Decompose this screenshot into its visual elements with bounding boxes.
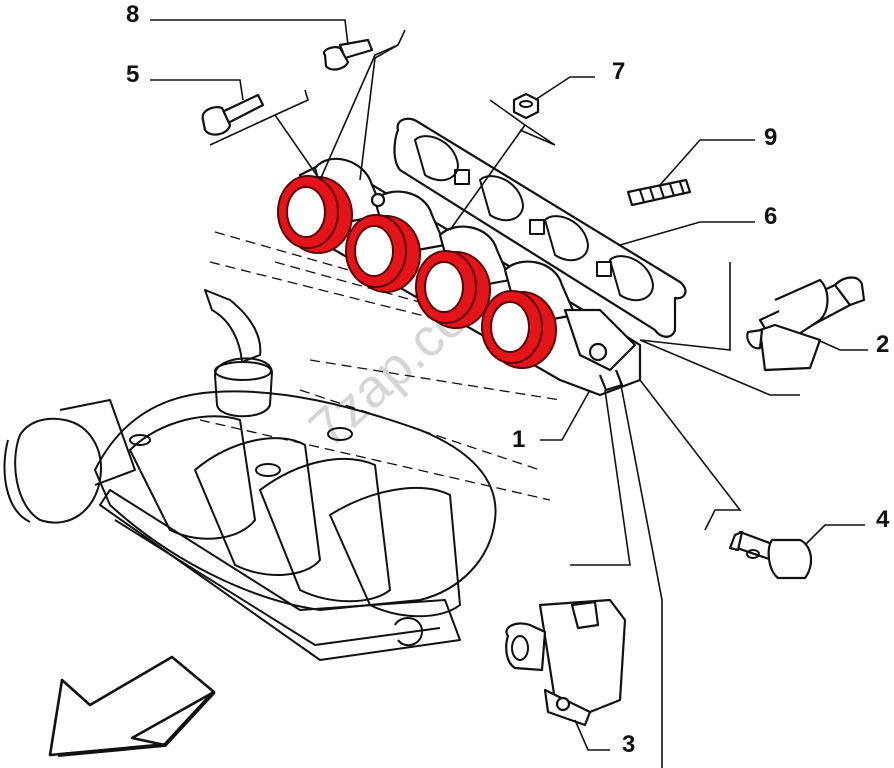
- bolt-part-8: [322, 38, 374, 71]
- callout-5: 5: [126, 61, 139, 88]
- callout-1: 1: [512, 426, 525, 453]
- sensor-part-4: [728, 530, 813, 580]
- callout-labels: 1 2 3 4 5 6 7 8 9: [126, 1, 890, 758]
- callout-4: 4: [876, 506, 890, 533]
- callout-3: 3: [622, 731, 635, 758]
- callout-2: 2: [876, 331, 889, 358]
- callout-6: 6: [764, 203, 777, 230]
- o-ring-2: [345, 214, 421, 293]
- callout-9: 9: [764, 124, 777, 151]
- leader-lines: [150, 19, 868, 768]
- o-ring-seals: [277, 175, 557, 369]
- o-ring-3: [415, 250, 491, 329]
- direction-arrow: [48, 655, 216, 757]
- bolt-part-5: [201, 93, 265, 136]
- gasket-part-6: [393, 117, 687, 338]
- solenoid-valve-part-3: [505, 598, 627, 727]
- o-ring-1: [277, 175, 353, 254]
- callout-7: 7: [612, 58, 625, 85]
- stud-part-9: [626, 178, 692, 207]
- fuel-injector-part-2: [746, 276, 866, 372]
- intake-manifold-ghost: [3, 289, 497, 661]
- nut-part-7: [512, 92, 540, 120]
- callout-8: 8: [126, 1, 139, 28]
- o-ring-4: [481, 290, 557, 369]
